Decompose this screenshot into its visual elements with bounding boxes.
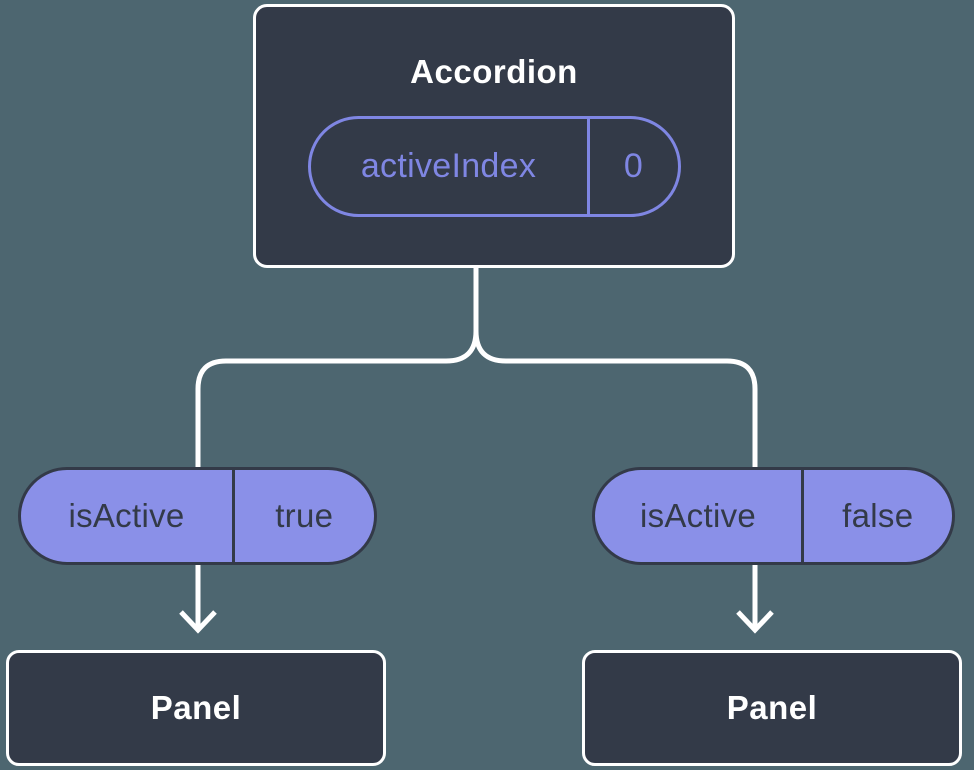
active-index-pill-label: activeIndex <box>360 147 537 185</box>
pill-divider <box>801 470 804 562</box>
is-active-pill-label: isActive <box>639 497 757 534</box>
is-active-pill-value: true <box>275 497 334 534</box>
is-active-pill-false: isActive false <box>592 467 955 565</box>
accordion-node: Accordion activeIndex 0 <box>253 4 735 268</box>
pill-divider <box>232 470 235 562</box>
active-index-pill: activeIndex 0 <box>307 116 681 217</box>
panel-node-title: Panel <box>150 689 242 726</box>
connector-branch-right <box>473 265 758 627</box>
panel-node-right: Panel <box>582 650 962 766</box>
panel-node-left: Panel <box>6 650 386 766</box>
connector-branch-left <box>195 265 479 627</box>
is-active-pill-label: isActive <box>68 497 185 534</box>
arrow-down-icon <box>736 610 774 634</box>
panel-node-title: Panel <box>726 689 818 726</box>
active-index-pill-value: 0 <box>623 147 644 185</box>
is-active-pill-value: false <box>842 497 914 534</box>
accordion-node-title: Accordion <box>410 53 578 90</box>
pill-divider <box>586 119 590 214</box>
arrow-down-icon <box>179 610 217 634</box>
is-active-pill-true: isActive true <box>18 467 377 565</box>
